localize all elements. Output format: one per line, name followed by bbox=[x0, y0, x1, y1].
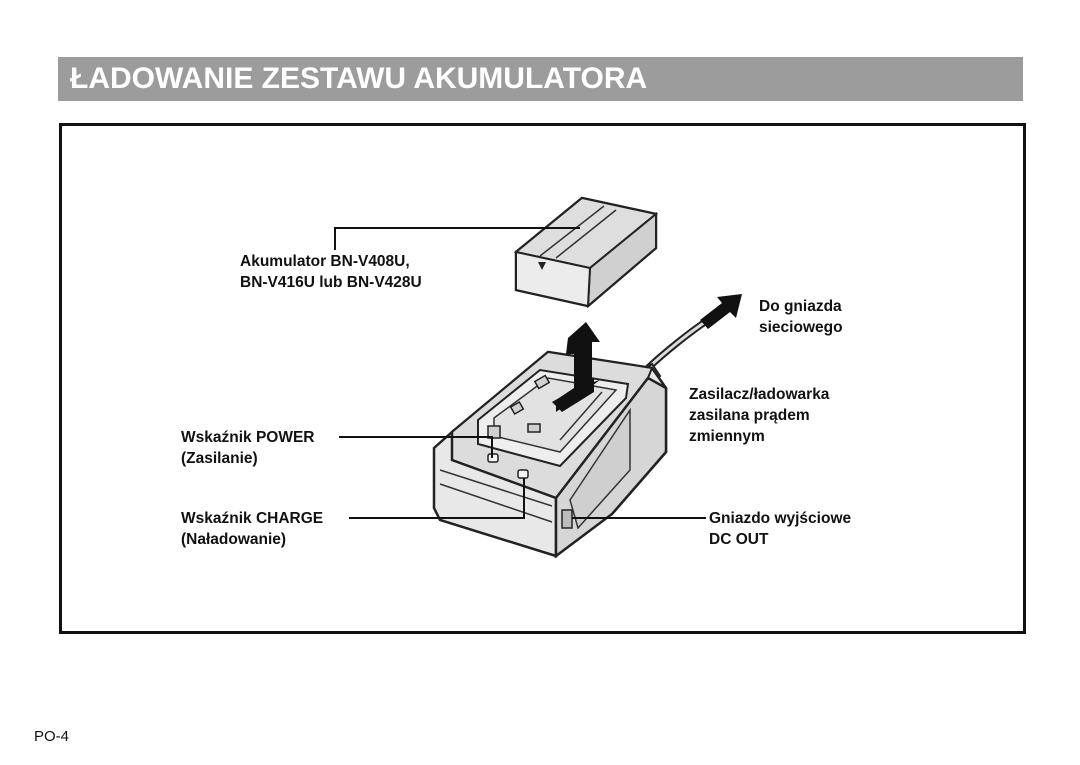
charger-body bbox=[432, 350, 668, 559]
power-label-line2: (Zasilanie) bbox=[181, 450, 258, 467]
charge-label-line2: (Naładowanie) bbox=[181, 531, 287, 548]
battery-label-line2: BN-V416U lub BN-V428U bbox=[240, 274, 422, 291]
charge-leader-line bbox=[349, 478, 525, 519]
diagram-frame bbox=[59, 123, 1026, 634]
battery-leader-line bbox=[334, 227, 580, 250]
outlet-arrow-icon bbox=[700, 294, 742, 329]
page-title: ŁADOWANIE ZESTAWU AKUMULATORA bbox=[70, 62, 648, 95]
power-indicator-label: Wskaźnik POWER (Zasilanie) bbox=[181, 427, 315, 469]
power-leader-line bbox=[339, 436, 493, 458]
outlet-label-line2: sieciowego bbox=[759, 319, 843, 336]
battery-label-line1: Akumulator BN-V408U, bbox=[240, 253, 410, 270]
charger-label-line2: zasilana prądem bbox=[689, 407, 810, 424]
charge-led-icon bbox=[517, 469, 529, 479]
power-label-line1: Wskaźnik POWER bbox=[181, 429, 315, 446]
battery-pack bbox=[513, 196, 659, 309]
dcout-label-line1: Gniazdo wyjściowe bbox=[709, 510, 852, 527]
charger-label-line3: zmiennym bbox=[689, 428, 765, 445]
section-title-bar: ŁADOWANIE ZESTAWU AKUMULATORA bbox=[58, 57, 1023, 101]
outlet-label-line1: Do gniazda bbox=[759, 298, 842, 315]
battery-label: Akumulator BN-V408U, BN-V416U lub BN-V42… bbox=[240, 251, 422, 293]
charger-label-line1: Zasilacz/ładowarka bbox=[689, 386, 830, 403]
charger-label: Zasilacz/ładowarka zasilana prądem zmien… bbox=[689, 384, 829, 447]
dcout-label-line2: DC OUT bbox=[709, 531, 769, 548]
charge-label-line1: Wskaźnik CHARGE bbox=[181, 510, 324, 527]
insert-remove-arrow-icon bbox=[552, 322, 600, 412]
charge-indicator-label: Wskaźnik CHARGE (Naładowanie) bbox=[181, 508, 323, 550]
page-number: PO-4 bbox=[34, 728, 70, 745]
dcout-label: Gniazdo wyjściowe DC OUT bbox=[709, 508, 851, 550]
outlet-label: Do gniazda sieciowego bbox=[759, 296, 843, 338]
